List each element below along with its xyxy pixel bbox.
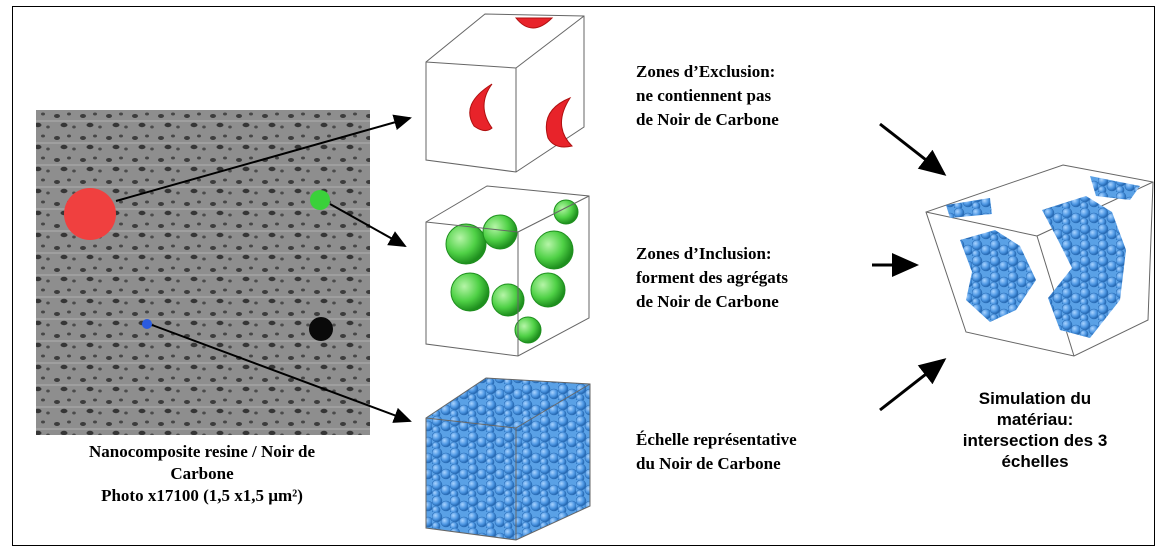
exclusion-label-line2: ne contiennent pas	[636, 86, 772, 105]
photo-caption-line1: Nanocomposite resine / Noir de	[88, 442, 316, 461]
exclusion-label: Zones d’Exclusion: ne contiennent pas de…	[636, 60, 779, 132]
arrow-exclusion	[115, 114, 412, 202]
cube-simulation	[925, 164, 1154, 357]
arrow-inclusion	[329, 203, 407, 247]
exclusion-marker	[64, 188, 116, 240]
simulation-caption: Simulation du matériau: intersection des…	[950, 388, 1120, 472]
photo-caption-line2: Carbone	[170, 464, 234, 483]
figure-frame	[12, 6, 1155, 546]
photo-caption: Nanocomposite resine / Noir de Carbone P…	[26, 441, 378, 507]
scale-label: Échelle représentative du Noir de Carbon…	[636, 428, 797, 476]
cube-exclusion	[425, 13, 585, 173]
inclusion-label-line3: de Noir de Carbone	[636, 292, 779, 311]
photo-caption-line3: Photo x17100 (1,5 x1,5 µm²)	[101, 486, 303, 505]
simulation-caption-line3: intersection des 3	[962, 431, 1108, 450]
exclusion-label-line1: Zones d’Exclusion:	[636, 62, 776, 81]
scale-marker	[142, 319, 152, 329]
inclusion-marker	[310, 190, 330, 210]
arrow-from-exclusion	[879, 122, 947, 176]
simulation-caption-line2: matériau:	[996, 410, 1074, 429]
micrograph-photo	[36, 110, 370, 435]
exclusion-label-line3: de Noir de Carbone	[636, 110, 779, 129]
arrow-scale	[151, 324, 412, 423]
simulation-caption-line1: Simulation du	[978, 389, 1092, 408]
arrow-from-scale	[879, 358, 947, 412]
scale-label-line2: du Noir de Carbone	[636, 454, 781, 473]
inclusion-label-line1: Zones d’Inclusion:	[636, 244, 772, 263]
inclusion-label: Zones d’Inclusion: forment des agrégats …	[636, 242, 788, 314]
cube-inclusion	[425, 185, 590, 357]
scale-label-line1: Échelle représentative	[636, 430, 797, 449]
simulation-caption-line4: échelles	[1001, 452, 1069, 471]
inclusion-label-line2: forment des agrégats	[636, 268, 789, 287]
cube-scale	[425, 377, 591, 541]
